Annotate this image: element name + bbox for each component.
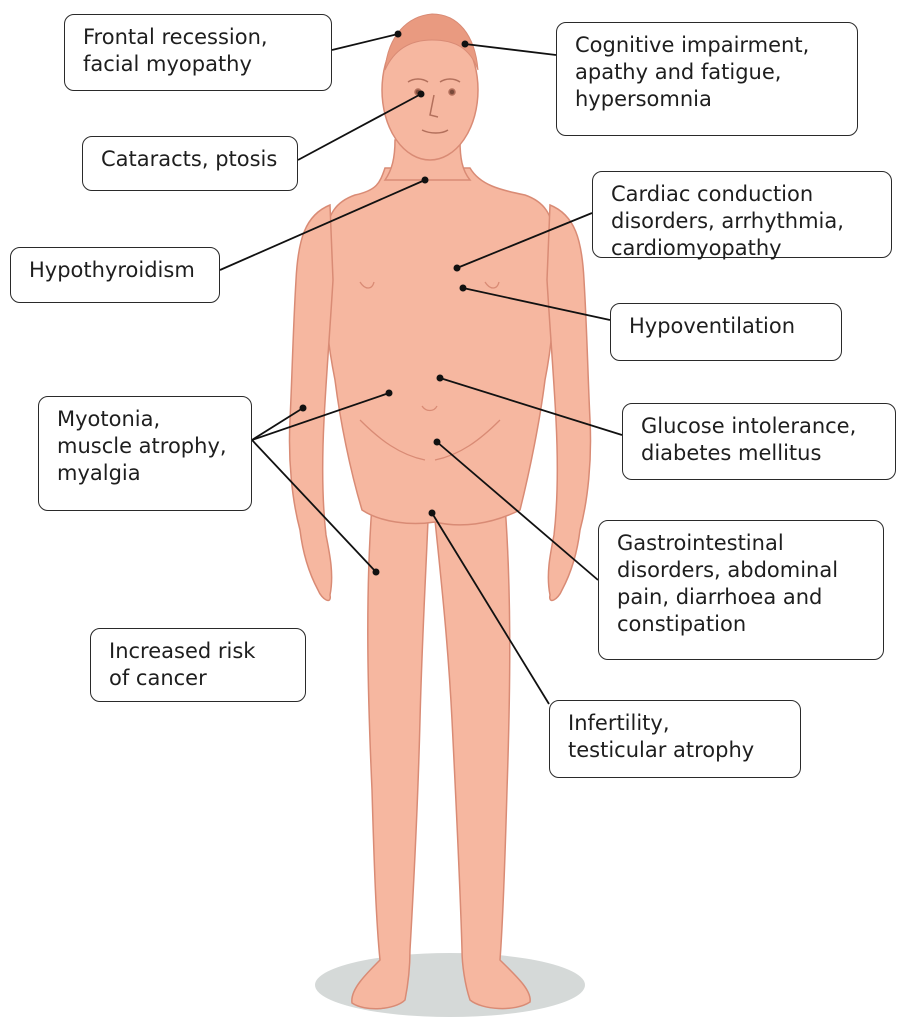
torso — [324, 168, 555, 525]
label-hypothyroidism: Hypothyroidism — [10, 247, 220, 303]
dot-myotonia-abdomen — [386, 390, 393, 397]
label-hypoventilation: Hypoventilation — [610, 303, 842, 361]
dot-cognitive — [462, 41, 469, 48]
label-cardiac: Cardiac conduction disorders, arrhythmia… — [592, 171, 892, 258]
label-glucose-intolerance: Glucose intolerance, diabetes mellitus — [622, 403, 896, 480]
label-increased-cancer-risk: Increased risk of cancer — [90, 628, 306, 702]
left-leg — [352, 505, 428, 1009]
label-cognitive-impairment: Cognitive impairment, apathy and fatigue… — [556, 22, 858, 136]
dot-cataracts — [418, 91, 425, 98]
label-myotonia: Myotonia, muscle atrophy, myalgia — [38, 396, 252, 511]
dot-infertility — [429, 510, 436, 517]
leader-cognitive — [465, 44, 556, 55]
dot-cardiac — [454, 265, 461, 272]
dot-gastro — [434, 439, 441, 446]
label-infertility: Infertility, testicular atrophy — [549, 700, 801, 778]
label-frontal-recession: Frontal recession, facial myopathy — [64, 14, 332, 91]
body-figure — [289, 20, 590, 1009]
label-cataracts-ptosis: Cataracts, ptosis — [82, 136, 298, 191]
dot-glucose — [437, 375, 444, 382]
dot-myotonia-arm — [300, 405, 307, 412]
dot-hypoventilation — [460, 285, 467, 292]
left-arm — [289, 205, 333, 600]
leader-frontal — [332, 34, 398, 50]
floor-shadow — [315, 953, 585, 1017]
dot-myotonia-thigh — [373, 569, 380, 576]
label-gastrointestinal: Gastrointestinal disorders, abdominal pa… — [598, 520, 884, 660]
dot-hypothyroidism — [422, 177, 429, 184]
right-leg — [435, 505, 530, 1009]
dot-frontal — [395, 31, 402, 38]
